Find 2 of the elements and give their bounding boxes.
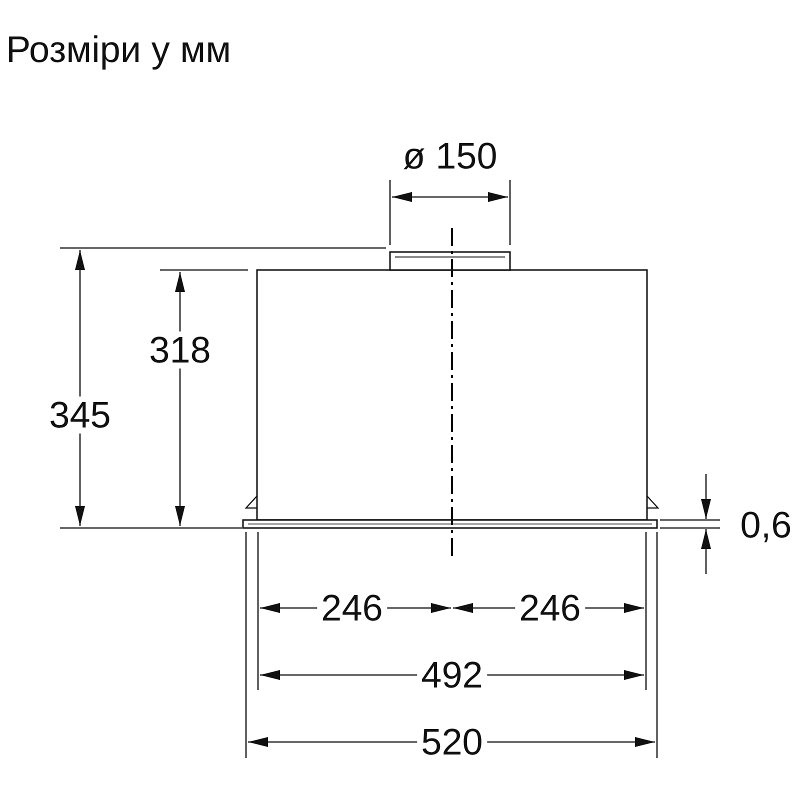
dimension-label: 0,6 [739, 506, 793, 544]
title: Розміри у мм [6, 30, 232, 71]
